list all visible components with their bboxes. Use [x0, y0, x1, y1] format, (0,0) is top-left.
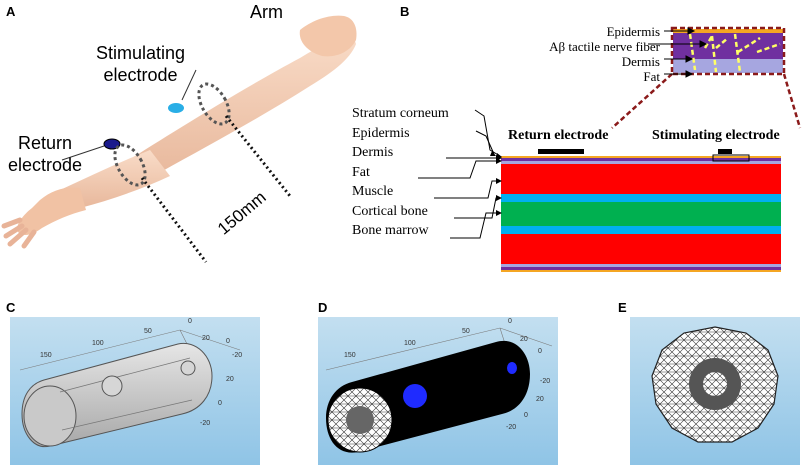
- layer-label-bone-marrow: Bone marrow: [352, 223, 429, 238]
- layer-label-stratum-corneum: Stratum corneum: [352, 106, 449, 121]
- tick-d-s5: 0: [524, 412, 528, 419]
- stimulating-electrode-label: Stimulating electrode: [96, 43, 186, 85]
- inset-label-nerve: Aβ tactile nerve fiber: [549, 39, 660, 54]
- tick-c-50: 50: [144, 328, 152, 335]
- arm-shape: [110, 32, 356, 178]
- layer-label-dermis: Dermis: [352, 145, 394, 160]
- tick-c-150: 150: [40, 352, 52, 359]
- stimulating-electrode-mesh: [507, 362, 517, 374]
- layer-label-muscle: Muscle: [352, 184, 394, 199]
- tick-c-s5: 0: [218, 400, 222, 407]
- tick-d-150: 150: [344, 352, 356, 359]
- tick-c-s2: 0: [226, 338, 230, 345]
- tick-d-100: 100: [404, 340, 416, 347]
- tick-d-s2: 0: [538, 348, 542, 355]
- stimulating-electrode-dot: [168, 103, 184, 113]
- return-electrode-dot: [103, 138, 121, 150]
- layer-label-list: Stratum corneum Epidermis Dermis Fat Mus…: [352, 104, 449, 241]
- return-electrode-label-b: Return electrode: [508, 128, 609, 143]
- panel-label-c: C: [6, 300, 16, 315]
- layer-label-cortical-bone: Cortical bone: [352, 203, 428, 219]
- tick-d-s4: 20: [536, 396, 544, 403]
- inset-label-epidermis: Epidermis: [606, 24, 660, 39]
- tick-c-100: 100: [92, 340, 104, 347]
- layer-label-epidermis: Epidermis: [352, 125, 410, 141]
- panel-label-b: B: [400, 4, 410, 19]
- tick-d-s3: -20: [540, 378, 551, 385]
- inset-layers: [670, 26, 786, 76]
- inset-label-dermis: Dermis: [621, 54, 660, 69]
- tick-c-0: 0: [188, 318, 192, 325]
- tick-d-50: 50: [462, 328, 470, 335]
- tick-c-s6: -20: [200, 420, 211, 427]
- panel-label-d: D: [318, 300, 328, 315]
- return-electrode-label: Return electrode: [8, 133, 83, 175]
- stimulating-electrode-bar: [718, 149, 732, 154]
- tick-d-s6: -20: [506, 424, 517, 431]
- tissue-layers: [501, 156, 781, 272]
- inset-label-list: Epidermis Aβ tactile nerve fiber Dermis …: [480, 24, 660, 84]
- tick-d-s1: 20: [520, 336, 528, 343]
- tick-d-0: 0: [508, 318, 512, 325]
- tick-c-s1: 20: [202, 335, 210, 342]
- panel-label-a: A: [6, 4, 16, 19]
- return-electrode-mesh: [403, 384, 427, 408]
- tick-c-s3: -20: [232, 352, 243, 359]
- layer-label-fat: Fat: [352, 164, 370, 180]
- tick-c-s4: 20: [226, 376, 234, 383]
- inset-label-fat: Fat: [643, 69, 660, 84]
- stimulating-electrode-label-b: Stimulating electrode: [652, 128, 780, 143]
- arm-label: Arm: [250, 2, 283, 22]
- return-electrode-bar: [538, 149, 584, 154]
- panel-label-e: E: [618, 300, 627, 315]
- hand-shape: [17, 187, 86, 235]
